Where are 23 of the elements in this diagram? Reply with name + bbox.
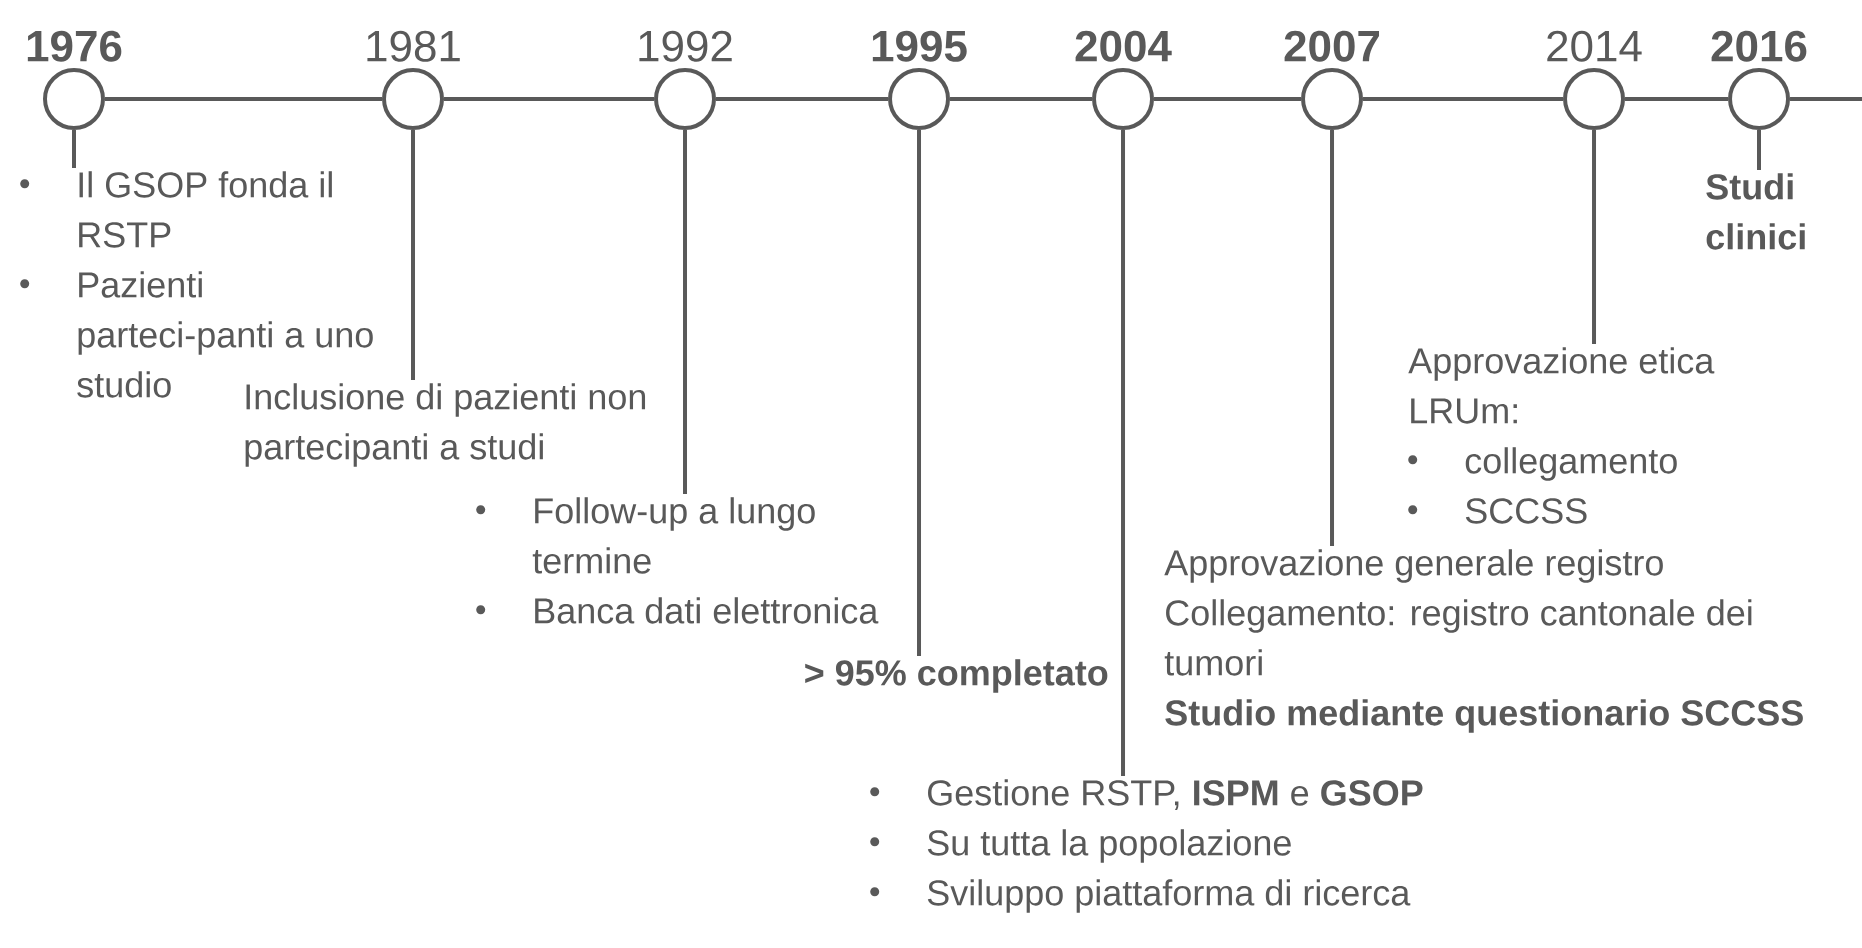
leader-line bbox=[1330, 130, 1334, 546]
timeline-line bbox=[1363, 97, 1563, 101]
milestone-text: Inclusione di pazienti non partecipanti a studi bbox=[245, 383, 646, 467]
leader-line bbox=[1757, 130, 1761, 170]
milestone-text: Gestione RSTP, ISPM e GSOP Su tutta la popolazione Sviluppo piattaforma di ricerca bbox=[870, 779, 1423, 913]
milestone-text: > 95% completato bbox=[805, 659, 1108, 693]
timeline-line bbox=[1154, 97, 1301, 101]
milestone-text: Approvazione etica LRUm: collegamento SCCSS bbox=[1408, 347, 1715, 524]
leader-line bbox=[1592, 130, 1596, 344]
leader-line bbox=[72, 130, 76, 168]
timeline-line bbox=[950, 97, 1092, 101]
milestone-text: Studi clinici bbox=[1706, 173, 1805, 250]
timeline-line bbox=[1790, 97, 1862, 101]
timeline-line bbox=[105, 97, 382, 101]
leader-line bbox=[1121, 130, 1125, 776]
leader-line bbox=[683, 130, 687, 494]
leader-line bbox=[411, 130, 415, 380]
timeline-line bbox=[1625, 97, 1728, 101]
timeline-line bbox=[716, 97, 888, 101]
leader-line bbox=[917, 130, 921, 656]
milestone-text: Follow-up a lungo termine Banca dati elettronica bbox=[476, 497, 879, 624]
timeline-line bbox=[444, 97, 654, 101]
milestone-text: Approvazione generale registro Collegamento: registro cantonale dei tumori Studio mediante questionario SCCSS bbox=[1164, 549, 1803, 733]
